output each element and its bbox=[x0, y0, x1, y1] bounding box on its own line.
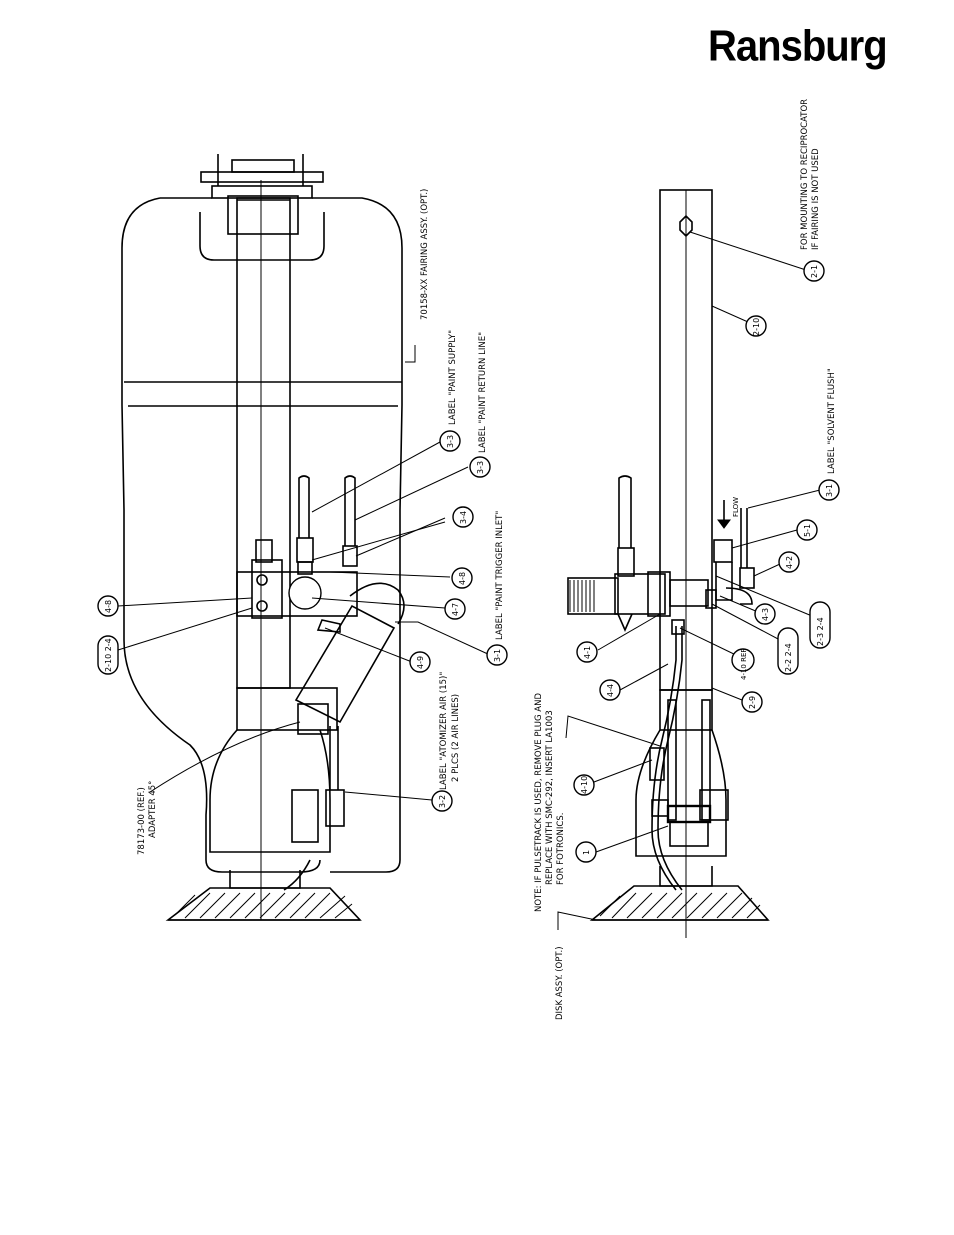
label-solvent-flush: LABEL "SOLVENT FLUSH" bbox=[827, 368, 837, 474]
bubble-3-1-right: 3-1 bbox=[825, 484, 834, 497]
bubble-4-10-ref: 4-10 REF bbox=[740, 649, 748, 680]
label-atomizer-air-2: 2 PLCS (2 AIR LINES) bbox=[451, 694, 461, 782]
label-flow: FLOW bbox=[732, 497, 740, 517]
bubble-3-3-supply: 3-3 bbox=[446, 435, 455, 448]
bubble-2-1: 2-1 bbox=[810, 265, 819, 278]
bubble-3-1-left: 3-1 bbox=[493, 649, 502, 662]
label-paint-trigger: LABEL "PAINT TRIGGER INLET" bbox=[495, 511, 505, 640]
bubble-4-1: 4-1 bbox=[583, 646, 592, 659]
bubble-4-8-right: 4-8 bbox=[458, 572, 467, 585]
label-reciprocator-2: IF FAIRING IS NOT USED bbox=[811, 148, 821, 250]
right-view: 2-1 2-10 3-1 5-1 4-2 2-3 2-4 4-3 2-2 2-4… bbox=[534, 99, 840, 1020]
bubble-2-9: 2-9 bbox=[748, 696, 757, 709]
bubble-3-3-return: 3-3 bbox=[476, 461, 485, 474]
bubble-2-10: 2-10 bbox=[752, 318, 761, 336]
note-line-3: FOR FOTRONICS. bbox=[556, 813, 566, 885]
callout-bubbles-left: 3-3 3-3 3-4 4-8 4-7 3-1 4-9 3-2 4-8 2-10… bbox=[97, 430, 508, 812]
bubble-2-10-2-4: 2-10 2-4 bbox=[104, 638, 113, 672]
callout-bubbles-right: 2-1 2-10 3-1 5-1 4-2 2-3 2-4 4-3 2-2 2-4… bbox=[573, 260, 840, 863]
bubble-4-10: 4-10 bbox=[580, 776, 589, 794]
note-line-1: NOTE: IF PULSETRACK IS USED, REMOVE PLUG… bbox=[534, 693, 544, 912]
bubble-3-2: 3-2 bbox=[438, 795, 447, 808]
label-disk-assy: DISK ASSY. (OPT.) bbox=[555, 946, 565, 1020]
bubble-3-4: 3-4 bbox=[459, 511, 468, 524]
label-reciprocator-1: FOR MOUNTING TO RECIPROCATOR bbox=[800, 99, 810, 250]
bubble-4-7: 4-7 bbox=[451, 603, 460, 616]
label-atomizer-air-1: LABEL "ATOMIZER AIR (15)" bbox=[439, 672, 449, 790]
ransburg-logo: Ransburg bbox=[708, 21, 888, 71]
bubble-5-1: 5-1 bbox=[803, 524, 812, 537]
bubble-4-8-left: 4-8 bbox=[104, 600, 113, 613]
left-view: 3-3 3-3 3-4 4-8 4-7 3-1 4-9 3-2 4-8 2-10… bbox=[97, 154, 508, 921]
note-line-2: REPLACE WITH SMC-292, INSERT LA1003 bbox=[545, 710, 555, 885]
bubble-4-2: 4-2 bbox=[785, 556, 794, 569]
bubble-2-2-2-4: 2-2 2-4 bbox=[784, 643, 793, 672]
bubble-4-4: 4-4 bbox=[606, 684, 615, 697]
label-adapter-45: ADAPTER 45° bbox=[148, 781, 158, 838]
label-paint-return: LABEL "PAINT RETURN LINE" bbox=[478, 332, 488, 453]
bubble-2-3-2-4: 2-3 2-4 bbox=[816, 617, 825, 646]
label-paint-supply: LABEL "PAINT SUPPLY" bbox=[448, 330, 458, 425]
bubble-1: 1 bbox=[582, 850, 591, 855]
label-adapter-ref: 78173-00 (REF.) bbox=[137, 787, 147, 855]
bubble-4-9: 4-9 bbox=[416, 656, 425, 669]
bubble-4-3: 4-3 bbox=[761, 608, 770, 621]
label-fairing: 70158-XX FAIRING ASSY. (OPT.) bbox=[420, 189, 430, 320]
